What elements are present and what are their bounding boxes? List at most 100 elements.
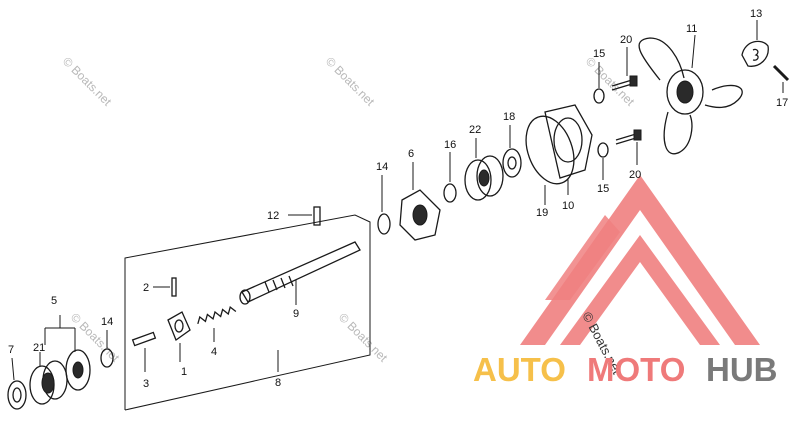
- part-12-pin: [288, 206, 321, 226]
- washer-15-lower: [597, 142, 609, 158]
- logo-triangle-bar: [545, 215, 620, 300]
- cap-13: [741, 40, 769, 67]
- gear-hub: [72, 361, 84, 379]
- label-part-4: 4: [211, 346, 217, 358]
- part-9-shaft: [239, 241, 361, 305]
- washer-16: [443, 183, 457, 203]
- label-part-18: 18: [503, 111, 515, 123]
- label-part-1: 1: [181, 366, 187, 378]
- part-3-pin: [131, 331, 157, 372]
- label-part-10: 10: [562, 200, 574, 212]
- label-part-5: 5: [51, 295, 57, 307]
- part-13-cap: [741, 20, 769, 67]
- pin-12: [313, 206, 321, 226]
- shaft-end: [239, 289, 251, 305]
- gear-6-hub: [412, 204, 428, 226]
- part-17-pin: [772, 64, 790, 93]
- part-6-gear: [399, 162, 441, 241]
- prop-blade-top: [638, 37, 685, 81]
- washer-inner: [12, 387, 22, 403]
- leader-11: [691, 34, 696, 69]
- oring-19: [525, 115, 575, 185]
- prop-blade-right: [704, 84, 743, 109]
- seal-18: [502, 148, 522, 178]
- spring-coil: [197, 305, 237, 325]
- housing-10-body: [544, 104, 593, 179]
- watermark-2: © Boats.net: [323, 54, 378, 109]
- part-15-upper-washer: [593, 62, 605, 104]
- part-number-labels: 1 2 3 4 5 6 7 8 9 10 11 12 13 14 14 15 1…: [8, 8, 788, 390]
- label-part-8: 8: [275, 377, 281, 389]
- label-part-12: 12: [267, 210, 279, 222]
- watermark-3: © Boats.net: [583, 54, 638, 109]
- seal-18-inner: [507, 156, 517, 170]
- part-18-seal: [502, 125, 522, 178]
- label-part-21: 21: [33, 342, 45, 354]
- logo-word-hub: HUB: [706, 351, 778, 388]
- label-part-13: 13: [750, 8, 762, 20]
- label-part-19: 19: [536, 207, 548, 219]
- logo-word-moto: MOTO: [587, 351, 685, 388]
- part-1-clutch: [167, 311, 191, 362]
- housing-10-bore: [553, 117, 583, 163]
- label-part-14-upper: 14: [376, 161, 388, 173]
- watermark-4: © Boats.net: [68, 310, 123, 365]
- label-part-22: 22: [469, 124, 481, 136]
- part-11-propeller: [638, 34, 743, 155]
- pin-2: [171, 277, 177, 297]
- prop-hub: [666, 69, 704, 115]
- leader-5: [44, 315, 76, 352]
- pin-3: [131, 331, 157, 347]
- clutch-body: [167, 311, 191, 342]
- logo-triangle-outer: [520, 175, 760, 345]
- bearing-22-race: [478, 169, 490, 187]
- part-20-upper-bolt: [611, 47, 638, 91]
- bearing-race: [41, 372, 55, 394]
- watermark-1: © Boats.net: [60, 54, 115, 109]
- bearing-22-back: [476, 155, 504, 197]
- cap-13-mark: [752, 48, 759, 61]
- part-21-bearing: [29, 352, 68, 405]
- part-16-washer: [443, 152, 457, 203]
- washer-14-lower: [100, 348, 114, 368]
- leader-7: [11, 357, 15, 381]
- part-14-lower-washer: [100, 330, 114, 368]
- gear-6-body: [399, 189, 441, 241]
- label-part-9: 9: [293, 308, 299, 320]
- shaft-body: [241, 241, 361, 303]
- prop-hub-center: [676, 80, 694, 104]
- logo-word-auto: AUTO: [473, 351, 566, 388]
- washer-14-upper: [377, 213, 391, 235]
- part-19-oring: [525, 115, 575, 205]
- label-part-14-lower: 14: [101, 316, 113, 328]
- logo-triangle-inner: [560, 235, 720, 345]
- label-part-16: 16: [444, 139, 456, 151]
- washer-15-upper: [593, 88, 605, 104]
- automotohub-logo: © Boats.net AUTO MOTO HUB: [473, 175, 778, 388]
- prop-blade-bottom: [663, 111, 693, 155]
- part-15-lower-washer: [597, 142, 609, 180]
- part-14-upper-washer: [377, 175, 391, 235]
- bolt-20-lower-shank: [615, 133, 637, 145]
- label-part-3: 3: [143, 378, 149, 390]
- bracket-outline: [124, 214, 371, 411]
- part-22-bearing: [464, 138, 504, 201]
- part-20-lower-bolt: [615, 129, 642, 165]
- assembly-bracket-8: [124, 214, 371, 411]
- part-10-housing: [544, 104, 593, 195]
- label-part-11: 11: [686, 23, 697, 35]
- clutch-hole: [174, 319, 184, 333]
- bolt-20-lower-head: [633, 129, 642, 141]
- label-part-15-upper: 15: [593, 48, 605, 60]
- gear-body: [65, 349, 91, 391]
- shaft-splines: [264, 275, 294, 293]
- bolt-20-upper-shank: [611, 79, 633, 91]
- label-part-6: 6: [408, 148, 414, 160]
- washer-outer: [7, 380, 27, 410]
- bearing-22-face: [464, 159, 492, 201]
- part-7-washer: [7, 357, 27, 410]
- label-part-2: 2: [143, 282, 149, 294]
- label-part-20-upper: 20: [620, 34, 632, 46]
